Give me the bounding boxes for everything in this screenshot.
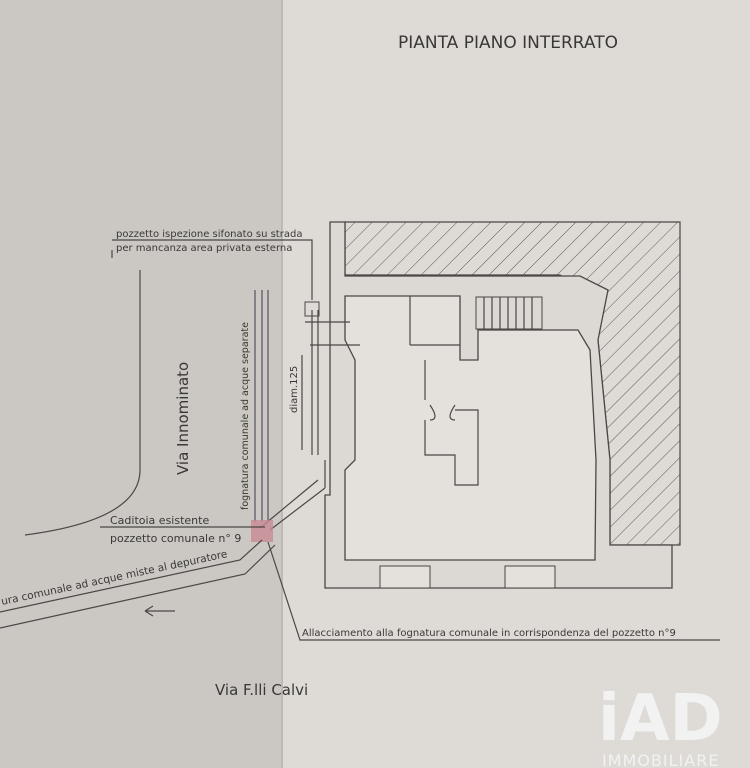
flow-arrow-icon: [144, 605, 175, 617]
drain-existing-label: Caditoia esistente: [110, 514, 209, 527]
connection-note: Allacciamento alla fognatura comunale in…: [302, 628, 676, 639]
sewer-separate-line: [254, 290, 269, 522]
iad-logo: iAD IMMOBILIARE: [598, 682, 723, 768]
plan-title: PIANTA PIANO INTERRATO: [398, 33, 618, 53]
street-label-innominato: Via Innominato: [174, 362, 192, 475]
sewer-separate-label: fognatura comunale ad acque separate: [240, 322, 251, 510]
pipe-vertical: [311, 310, 319, 455]
municipal-well-marker: [251, 520, 273, 542]
window-1: [379, 565, 431, 589]
main-room: [344, 295, 597, 561]
municipal-well-label: pozzetto comunale n° 9: [110, 532, 241, 545]
pipe-diameter-label: diam.125: [289, 366, 300, 413]
inspection-well: [304, 301, 320, 317]
door-double: [429, 404, 456, 421]
leader-inspection: [111, 239, 313, 300]
inspection-label-line1: pozzetto ispezione sifonato su strada: [116, 229, 302, 240]
pipe-connection: [305, 321, 360, 346]
staircase: [475, 296, 543, 330]
inspection-label-line2: per mancanza area privata esterna: [116, 243, 292, 254]
leader-connection: [267, 541, 720, 641]
partitions: [409, 296, 479, 486]
street-curb: [24, 270, 141, 536]
logo-mark: iAD: [598, 682, 723, 756]
logo-text: IMMOBILIARE: [602, 751, 719, 768]
street-label-calvi: Via F.lli Calvi: [215, 681, 308, 699]
sewer-mixed-line: [0, 539, 276, 629]
window-2: [504, 565, 556, 589]
